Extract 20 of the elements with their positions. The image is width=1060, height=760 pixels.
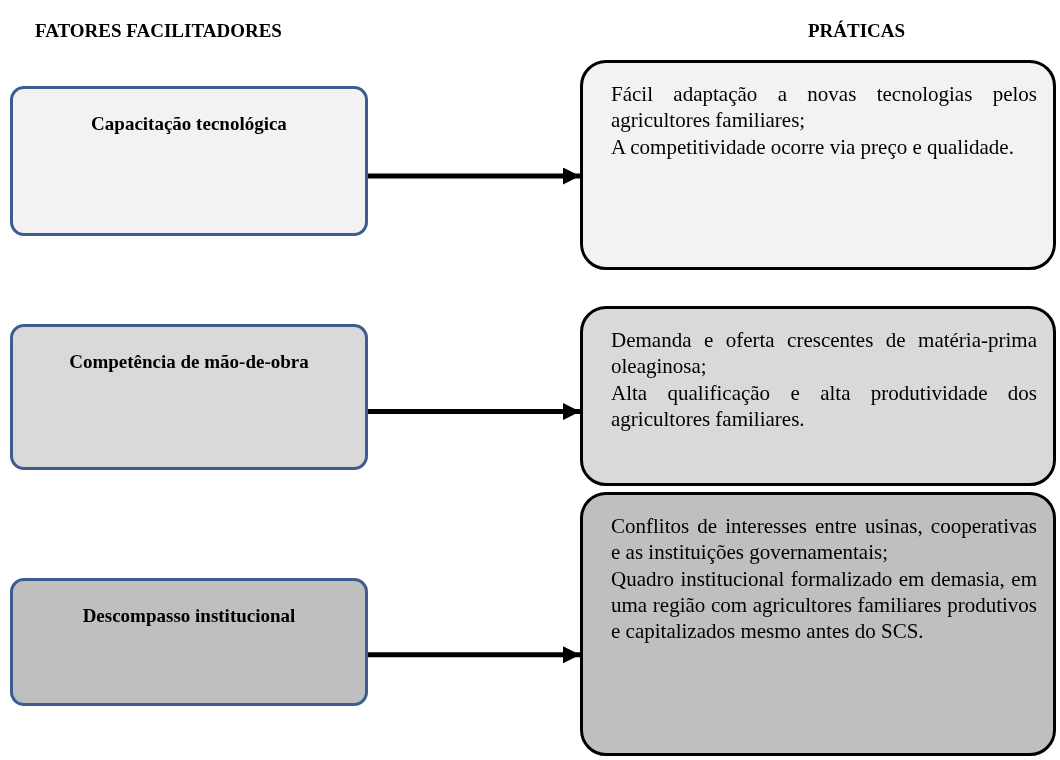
arrow: [368, 167, 580, 185]
column-heading: PRÁTICAS: [808, 20, 906, 42]
practice-text: Demanda e oferta crescentes de matéria-prima oleaginosa;: [611, 327, 1037, 380]
arrow: [368, 646, 580, 664]
practice-box: [580, 60, 1056, 270]
practice-box: [580, 492, 1056, 756]
factor-label: Competência de mão-de-obra: [68, 351, 310, 373]
practice-text: Fácil adaptação a novas tecnologias pelos agricultores familiares;: [611, 81, 1037, 134]
column-heading: FATORES FACILITADORES: [35, 20, 282, 42]
arrow: [368, 403, 580, 421]
practice-text: Conflitos de interesses entre usinas, cooperativas e as instituições governamentais;: [611, 513, 1037, 566]
factor-box: [10, 578, 368, 706]
practice-box: [580, 306, 1056, 486]
factor-label: Capacitação tecnológica: [90, 113, 288, 135]
factor-box: [10, 86, 368, 236]
practice-text: Alta qualificação e alta produtividade dos agricultores familiares.: [611, 379, 1037, 432]
factor-label: Descompasso institucional: [81, 605, 297, 627]
factor-box: [10, 324, 368, 470]
practice-text: A competitividade ocorre via preço e qualidade.: [611, 133, 1015, 160]
practice-text: Quadro institucional formalizado em demasia, em uma região com agricultores familiares produtivos e capitalizados mesmo antes do SCS.: [611, 565, 1037, 645]
